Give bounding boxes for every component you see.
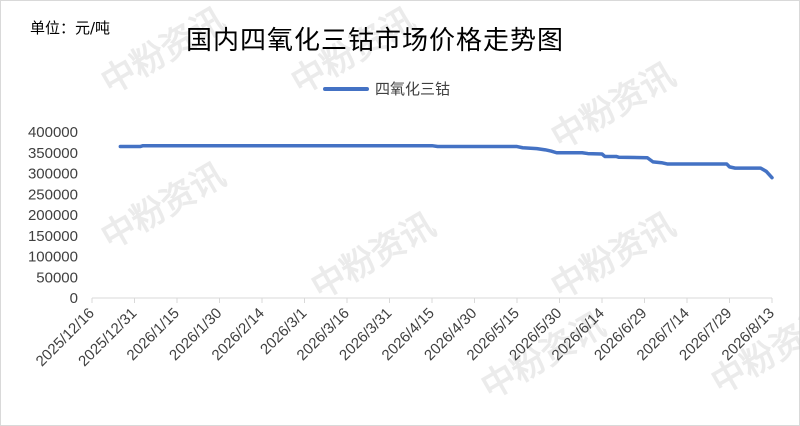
- chart-title: 国内四氧化三钴市场价格走势图: [186, 26, 565, 56]
- legend-label: 四氧化三钴: [375, 80, 451, 98]
- y-axis-ticks: 400000 350000 300000 250000 200000 150000 1000…: [28, 124, 78, 307]
- y-tick-label: 150000: [28, 228, 78, 245]
- y-tick-label: 100000: [28, 249, 78, 266]
- series-line: [118, 143, 774, 180]
- watermark-text: 中粉资讯: [95, 155, 233, 258]
- y-tick-label: 400000: [28, 124, 78, 141]
- watermark-text: 中粉资讯: [545, 55, 683, 158]
- y-tick-label: 50000: [36, 269, 78, 286]
- y-tick-label: 350000: [28, 145, 78, 162]
- y-tick-label: 250000: [28, 186, 78, 203]
- unit-label: 单位：元/吨: [30, 19, 111, 37]
- legend-swatch: [323, 86, 369, 91]
- x-axis: 2025/12/162025/12/312026/1/152026/1/3020…: [33, 297, 778, 370]
- watermark-text: 中粉资讯: [545, 205, 683, 308]
- y-tick-label: 0: [70, 290, 78, 307]
- series-layer: [118, 143, 774, 180]
- watermark-text: 中粉资讯: [305, 205, 443, 308]
- legend: 四氧化三钴: [323, 78, 450, 99]
- y-tick-label: 300000: [28, 166, 78, 183]
- y-tick-label: 200000: [28, 207, 78, 224]
